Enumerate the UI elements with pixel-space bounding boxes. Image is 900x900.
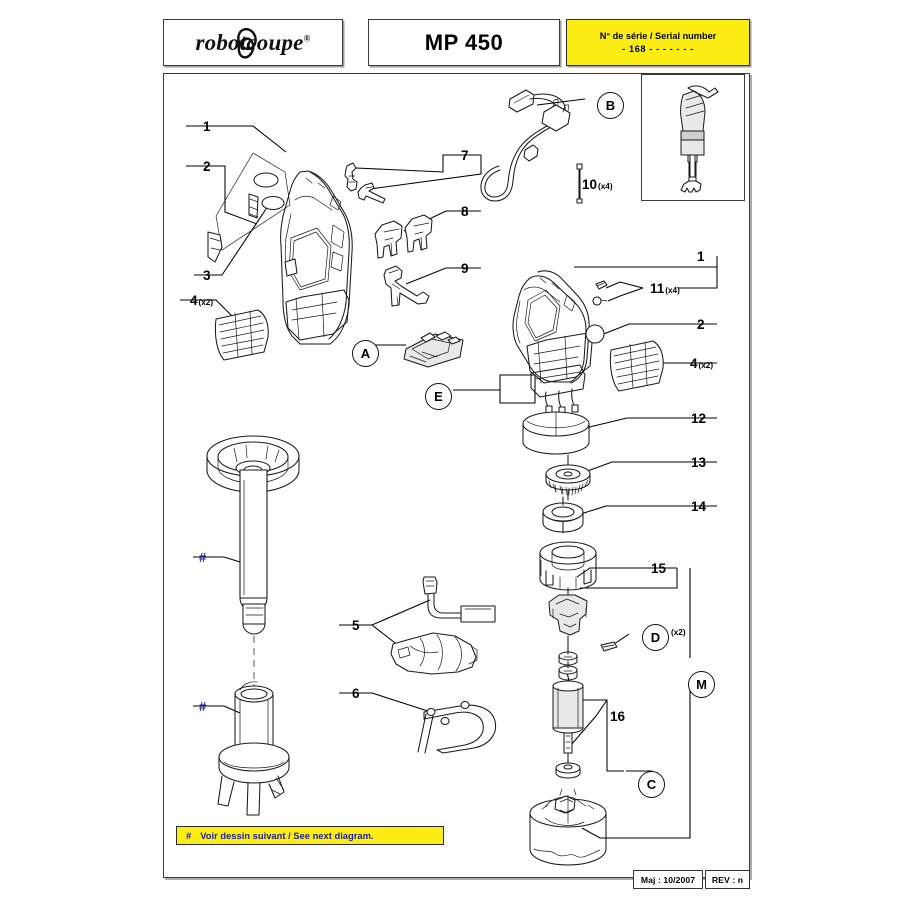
callout-number-4-multi: 4(x2) — [190, 294, 213, 308]
callout-number-9: 9 — [461, 262, 469, 276]
callout-number-14: 14 — [691, 500, 706, 514]
callout-label: 9 — [461, 261, 469, 276]
callout-label: 1 — [203, 119, 211, 134]
callout-multiplier: (x4) — [665, 286, 680, 295]
callout-label: 14 — [691, 499, 707, 514]
brand-word-2: coupe — [246, 29, 304, 55]
serial-number-title: N° de série / Serial number — [599, 31, 717, 42]
complete-assembly-box — [641, 74, 745, 201]
kit-letter-C: C — [638, 771, 665, 798]
callout-label: 5 — [352, 618, 360, 633]
kit-letter-E: E — [425, 383, 452, 410]
revision-box: REV : n — [705, 870, 750, 889]
callout-label: 6 — [352, 686, 360, 701]
callout-number-4-multi: 4(x2) — [690, 357, 713, 371]
callout-label: 10 — [582, 177, 598, 192]
callout-number-1: 1 — [697, 250, 705, 264]
callout-label: 11 — [650, 281, 665, 296]
kit-letter-A: A — [352, 340, 379, 367]
callout-label: 15 — [651, 561, 667, 576]
note-text: Voir dessin suivant / See next diagram. — [200, 830, 374, 841]
callout-number-2: 2 — [697, 318, 705, 332]
callout-label: 8 — [461, 204, 469, 219]
hash-reference-mark: # — [199, 699, 207, 714]
callout-multiplier: (x4) — [598, 182, 613, 191]
callout-number-2: 2 — [203, 160, 211, 174]
callout-number-6: 6 — [352, 687, 360, 701]
serial-number-value: - 168 - - - - - - - — [622, 43, 694, 54]
callout-label: 7 — [461, 148, 469, 163]
callout-label: 2 — [697, 317, 705, 332]
callout-number-15: 15 — [651, 562, 666, 576]
callout-label: 12 — [691, 411, 707, 426]
callout-label: 2 — [203, 159, 211, 174]
callout-number-16: 16 — [610, 710, 625, 724]
callout-label: 16 — [610, 709, 626, 724]
model-label: MP 450 — [424, 29, 504, 55]
callout-number-8: 8 — [461, 205, 469, 219]
brand-text: robotcoupe® — [196, 30, 311, 56]
registered-mark: ® — [303, 32, 311, 43]
hash-reference-mark: # — [199, 550, 207, 565]
update-date-box: Maj : 10/2007 — [633, 870, 703, 889]
callout-label: 13 — [691, 455, 707, 470]
kit-letter-D: D — [642, 624, 669, 651]
brand-logo: robotcoupe® — [173, 26, 333, 60]
brand-word-1: robot — [195, 29, 247, 55]
callout-number-7: 7 — [461, 149, 469, 163]
callout-number-10-multi: 10(x4) — [582, 178, 613, 192]
callout-label: 4 — [690, 356, 698, 371]
callout-number-12: 12 — [691, 412, 706, 426]
kit-letter-multiplier-D: (x2) — [671, 628, 686, 637]
next-diagram-note: # Voir dessin suivant / See next diagram… — [176, 826, 444, 845]
callout-number-13: 13 — [691, 456, 706, 470]
kit-letter-M: M — [688, 671, 715, 698]
note-hash-symbol: # — [186, 830, 192, 841]
callout-label: 1 — [697, 249, 705, 264]
callout-number-11-multi: 11(x4) — [650, 282, 680, 296]
callout-number-5: 5 — [352, 619, 360, 633]
callout-multiplier: (x2) — [198, 298, 214, 307]
brand-logo-box: robotcoupe® — [163, 19, 343, 66]
kit-letter-B: B — [597, 92, 624, 119]
model-box: MP 450 — [368, 19, 560, 66]
callout-label: 3 — [203, 268, 211, 283]
callout-multiplier: (x2) — [698, 361, 714, 370]
serial-number-box: N° de série / Serial number - 168 - - - … — [566, 19, 750, 66]
callout-number-3: 3 — [203, 269, 211, 283]
callout-label: 4 — [190, 293, 198, 308]
callout-number-1: 1 — [203, 120, 211, 134]
